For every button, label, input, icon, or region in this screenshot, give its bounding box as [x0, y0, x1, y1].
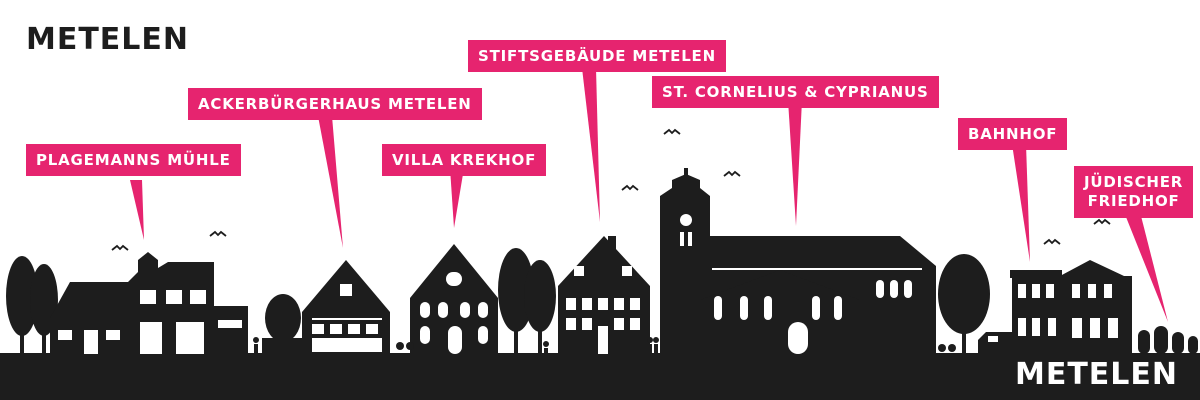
label-friedhof-line2: FRIEDHOF [1087, 192, 1180, 210]
people [253, 337, 956, 354]
car [978, 332, 1018, 354]
church-building [660, 168, 936, 354]
pointer-plagemanns [130, 180, 144, 240]
friedhof-gravestones [1138, 326, 1198, 354]
label-friedhof-line1: JÜDISCHER [1084, 173, 1184, 191]
ackerbuergerhaus-building [302, 260, 390, 354]
bahnhof-building [1010, 260, 1132, 354]
plagemanns-muehle-building [50, 252, 248, 354]
ground-band [0, 353, 1200, 400]
label-pointers [130, 68, 1168, 322]
pointer-church [788, 100, 802, 226]
pointer-friedhof [1124, 212, 1168, 322]
tree-near-bahnhof [938, 254, 990, 354]
pointer-bahnhof [1012, 144, 1030, 262]
label-ackerbuergerhaus: ACKERBÜRGERHAUS METELEN [188, 88, 482, 120]
label-stiftsgebaeude: STIFTSGEBÄUDE METELEN [468, 40, 726, 72]
label-church: ST. CORNELIUS & CYPRIANUS [652, 76, 939, 108]
villa-krekhof-building [410, 244, 498, 354]
label-plagemanns-muehle: PLAGEMANNS MÜHLE [26, 144, 241, 176]
birds [111, 128, 1111, 251]
tree-group-center [498, 248, 556, 354]
pointer-villa [450, 168, 464, 228]
pointer-stift [582, 68, 600, 222]
pointer-ackerbuerger [318, 116, 343, 248]
small-house-and-tree [262, 294, 306, 354]
label-bahnhof: BAHNHOF [958, 118, 1068, 150]
label-villa-krekhof: VILLA KREKHOF [382, 144, 547, 176]
label-juedischer-friedhof: JÜDISCHER FRIEDHOF [1074, 166, 1194, 218]
stiftsgebaeude-building [558, 236, 650, 354]
footer-title: METELEN [1014, 357, 1178, 392]
header-title: METELEN [26, 22, 190, 57]
